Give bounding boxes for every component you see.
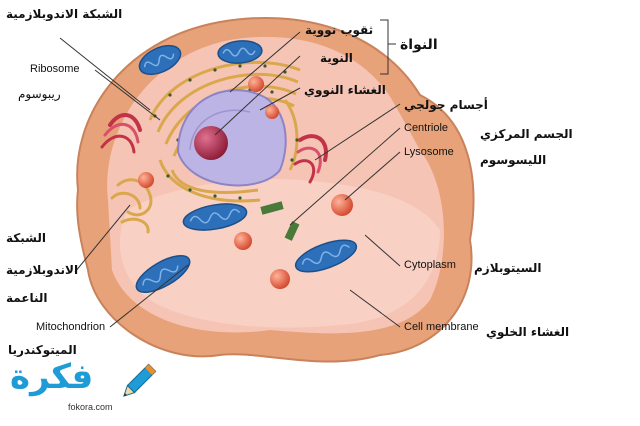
nucleolus — [194, 126, 228, 160]
nucleus — [176, 89, 287, 187]
label-nucleolus-ar: النوية — [320, 51, 353, 65]
label-mitochondria-ar: الميتوكندريا — [8, 343, 77, 357]
leader-lines — [59, 19, 401, 328]
label-cytoplasm-ar: السيتوبلازم — [474, 261, 542, 275]
pencil-icon — [123, 363, 157, 397]
golgi-bodies — [100, 113, 328, 184]
label-rough-er-ar: الشبكة الاندوبلازمية — [6, 7, 123, 21]
label-ribosome-en: Ribosome — [30, 63, 80, 75]
label-nuclear-envelope-ar: الغشاء النووي — [304, 83, 386, 97]
label-centriole-ar: الجسم المركزي — [480, 127, 573, 141]
logo-text: فكرة — [10, 357, 94, 397]
label-mitochondrion-en: Mitochondrion — [36, 321, 106, 333]
label-smooth-er-ar-1: الشبكة — [6, 231, 46, 245]
fekra-logo: فكرة fokora.com — [8, 360, 158, 420]
label-nucleus-ar: النواة — [400, 37, 438, 53]
label-lysosome-ar: الليسوسوم — [480, 153, 547, 167]
logo-url: fokora.com — [68, 402, 113, 412]
label-ribosome-ar: ريبوسوم — [18, 87, 61, 101]
label-golgi-ar: أجسام جولجي — [404, 98, 488, 112]
centriole — [260, 201, 300, 241]
cell-membrane-shape — [76, 16, 475, 363]
smooth-er — [110, 178, 153, 234]
mitochondria — [135, 40, 358, 293]
label-smooth-er-ar-2: الاندوبلازمية — [6, 263, 79, 277]
label-cell-membrane-ar: الغشاء الخلوي — [486, 325, 570, 339]
label-centriole-en: Centriole — [404, 122, 449, 134]
label-cell-membrane-en: Cell membrane — [404, 321, 479, 333]
label-nuclear-pores-ar: ثقوب نووية — [305, 23, 374, 37]
label-cytoplasm-en: Cytoplasm — [404, 259, 456, 271]
label-smooth-er-ar-3: الناعمة — [6, 291, 48, 305]
label-lysosome-en: Lysosome — [404, 146, 454, 158]
lysosomes — [138, 76, 353, 289]
